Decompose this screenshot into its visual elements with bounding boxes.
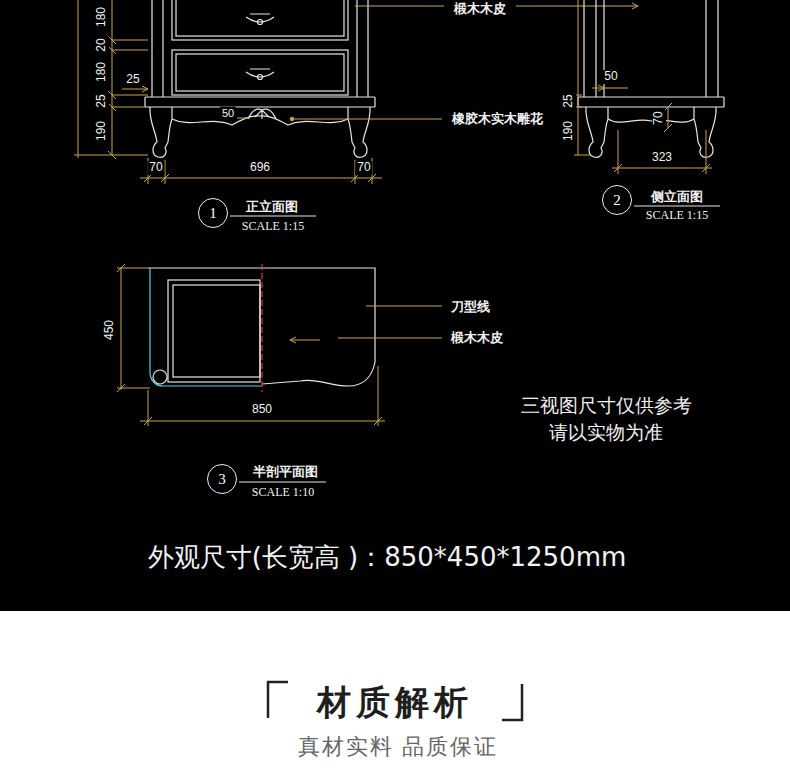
callout-circle: 1	[198, 198, 228, 228]
note-text: 三视图尺寸仅供参考 请以实物为准	[512, 392, 700, 445]
callout-number: 3	[218, 471, 226, 488]
dimension-value: 25	[562, 92, 576, 109]
view-title: 侧立面图	[649, 190, 705, 205]
scale-note: SCALE 1:10	[250, 486, 316, 500]
dimension-value: 25	[95, 92, 109, 109]
dimension-value: 50	[220, 107, 236, 120]
dimension-value: 70	[147, 161, 164, 175]
dimension-value: 190	[562, 119, 576, 143]
dimension-value: 323	[650, 151, 674, 165]
material-callout: 刀型线	[449, 300, 492, 315]
dimension-value: 20	[95, 36, 109, 53]
dimension-value: 180	[95, 60, 109, 84]
callout-number: 2	[613, 192, 621, 209]
dimension-value: 180	[95, 5, 109, 29]
dimension-value: 696	[248, 161, 272, 175]
section-subtitle: 真材实料 品质保证	[296, 734, 501, 759]
material-callout: 椴木木皮	[449, 331, 505, 346]
dimension-value: 190	[95, 119, 109, 143]
section-heading: 材质解析	[315, 683, 475, 722]
dimension-value: 50	[602, 70, 619, 84]
material-callout: 椴木木皮	[452, 2, 508, 17]
callout-number: 1	[209, 205, 217, 222]
view-title: 正立面图	[244, 200, 300, 215]
scale-note: SCALE 1:15	[240, 220, 306, 234]
callout-circle: 2	[602, 185, 632, 215]
scale-note: SCALE 1:15	[644, 209, 710, 223]
dimension-value: 70	[355, 161, 372, 175]
dimension-value: 450	[103, 318, 117, 342]
callout-circle: 3	[207, 464, 237, 494]
dimension-value: 25	[124, 73, 141, 87]
view-title: 半剖平面图	[251, 465, 320, 480]
material-callout: 橡胶木实木雕花	[450, 112, 545, 127]
size-spec: 外观尺寸(长宽高 )：850*450*1250mm	[146, 543, 629, 573]
dimension-value: 850	[250, 403, 274, 417]
dimension-value: 70	[652, 109, 666, 126]
